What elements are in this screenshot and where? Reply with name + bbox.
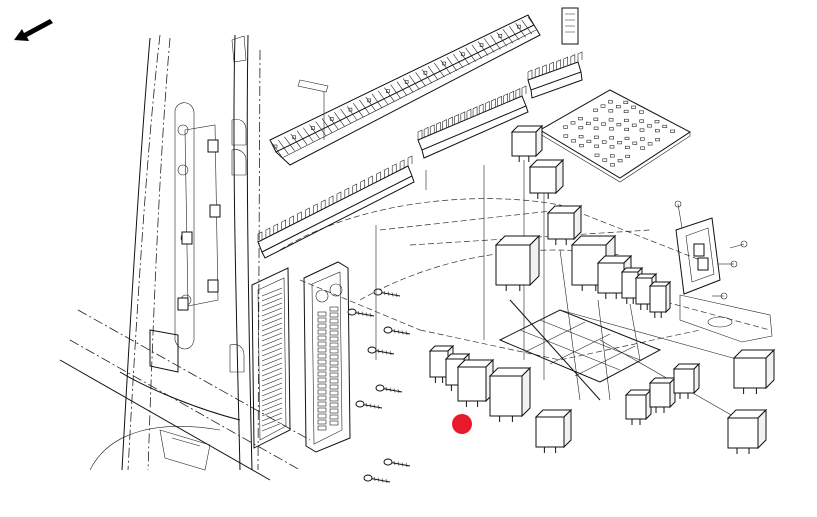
arrow-down-left-icon (14, 19, 53, 41)
relay-icon (732, 348, 776, 394)
relay-icon (624, 388, 653, 425)
relay-icon (546, 204, 583, 245)
cabin-frame (59, 34, 311, 481)
relay-icon (488, 366, 532, 422)
relay-icon (534, 408, 573, 453)
screw-icon (367, 346, 395, 356)
relay-icon (528, 158, 565, 199)
terminal-strip-upper (269, 14, 541, 166)
relay-mount-grid (498, 299, 662, 401)
relay-icon (648, 376, 677, 413)
fuse-carrier-vertical (303, 261, 351, 453)
relay-icon (510, 124, 544, 162)
relay-icon (726, 408, 768, 454)
fuse-comb-rows (257, 51, 583, 259)
relay-icon (494, 234, 541, 291)
screw-icon (375, 384, 403, 394)
red-dot-marker[interactable] (452, 414, 472, 434)
screw-icon (383, 326, 411, 336)
screw-icon (355, 400, 383, 410)
relay-bracket-right (674, 200, 748, 300)
relay-icon (456, 358, 495, 407)
relays (428, 124, 776, 454)
relay-icon (672, 362, 701, 399)
screw-icon (363, 474, 391, 484)
screw-icon (373, 288, 401, 298)
circuit-board-panel (539, 89, 691, 183)
screw-icon (383, 458, 411, 468)
relay-icon (648, 280, 672, 318)
terminal-board-vertical (251, 267, 291, 449)
screws (347, 288, 411, 484)
connector-block-top (561, 7, 579, 45)
screw-icon (347, 308, 375, 318)
